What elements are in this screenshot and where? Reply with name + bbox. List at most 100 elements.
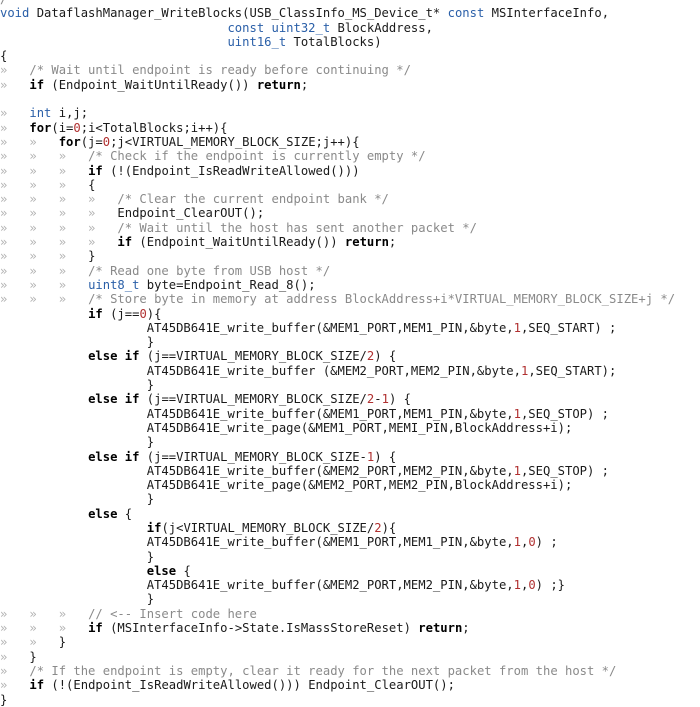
code-token xyxy=(0,564,147,578)
type-token: const xyxy=(227,20,265,35)
code-line[interactable]: else if (j==VIRTUAL_MEMORY_BLOCK_SIZE/2)… xyxy=(0,349,700,363)
code-token: (j==VIRTUAL_MEMORY_BLOCK_SIZE/ xyxy=(139,349,367,364)
code-token: } xyxy=(0,692,8,707)
code-line[interactable]: else if (j==VIRTUAL_MEMORY_BLOCK_SIZE/2-… xyxy=(0,392,700,406)
code-token: } xyxy=(0,592,155,607)
code-line[interactable]: } xyxy=(0,693,700,707)
code-line[interactable]: } xyxy=(0,335,700,349)
number-token: 1 xyxy=(513,320,521,335)
code-line[interactable]: AT45DB641E_write_buffer(&MEM2_PORT,MEM2_… xyxy=(0,578,700,592)
code-line[interactable]: » /* If the endpoint is empty, clear it … xyxy=(0,664,700,678)
code-line[interactable]: if(j<VIRTUAL_MEMORY_BLOCK_SIZE/2){ xyxy=(0,521,700,535)
tab-marker: » » » » xyxy=(0,206,118,221)
keyword-token: else if xyxy=(88,349,140,364)
code-token: { xyxy=(88,177,96,192)
code-line[interactable]: else if (j==VIRTUAL_MEMORY_BLOCK_SIZE-1)… xyxy=(0,450,700,464)
code-line[interactable]: if (j==0){ xyxy=(0,307,700,321)
code-token: (!(Endpoint_IsReadWriteAllowed())) Endpo… xyxy=(44,678,455,693)
code-line[interactable]: } xyxy=(0,492,700,506)
code-line[interactable]: } xyxy=(0,550,700,564)
code-token xyxy=(0,35,227,49)
code-line[interactable]: » » » } xyxy=(0,249,700,263)
code-line[interactable]: » for(i=0;i<TotalBlocks;i++){ xyxy=(0,121,700,135)
tab-marker: » » » xyxy=(0,292,89,307)
code-line[interactable]: » » » if (MSInterfaceInfo->State.IsMassS… xyxy=(0,621,700,635)
code-line[interactable]: » » » { xyxy=(0,178,700,192)
code-line[interactable]: AT45DB641E_write_page(&MEM2_PORT,MEM2_PI… xyxy=(0,478,700,492)
code-line[interactable]: » » » /* Check if the endpoint is curren… xyxy=(0,149,700,163)
tab-marker: » » » xyxy=(0,606,89,621)
code-token: DataflashManager_WriteBlocks(USB_ClassIn… xyxy=(29,6,448,21)
code-token: (j==VIRTUAL_MEMORY_BLOCK_SIZE- xyxy=(139,449,367,464)
type-token: uint8_t xyxy=(88,277,140,292)
tab-marker: » xyxy=(0,678,30,693)
code-line[interactable]: » » } xyxy=(0,635,700,649)
comment-token: /* Clear the current endpoint bank */ xyxy=(117,192,389,207)
keyword-token: for xyxy=(29,120,52,135)
code-line[interactable]: AT45DB641E_write_buffer(&MEM1_PORT,MEM1_… xyxy=(0,535,700,549)
number-token: 1 xyxy=(513,578,521,593)
code-line[interactable]: » » » if (!(Endpoint_IsReadWriteAllowed(… xyxy=(0,164,700,178)
code-token xyxy=(0,507,88,521)
code-token: (!(Endpoint_IsReadWriteAllowed())) xyxy=(102,163,360,178)
keyword-token: else xyxy=(146,563,177,578)
code-line[interactable]: » » » /* Store byte in memory at address… xyxy=(0,292,700,306)
code-token: } xyxy=(58,635,67,650)
code-line[interactable]: const uint32_t BlockAddress, xyxy=(0,21,700,35)
tab-marker: » xyxy=(0,120,30,135)
code-line[interactable]: » » » » if (Endpoint_WaitUntilReady()) r… xyxy=(0,235,700,249)
code-token: TotalBlocks) xyxy=(286,34,382,49)
number-token: 0 xyxy=(102,134,111,149)
keyword-token: if xyxy=(88,306,103,321)
number-token: 2 xyxy=(374,520,382,535)
code-line[interactable]: void DataflashManager_WriteBlocks(USB_Cl… xyxy=(0,6,700,20)
tab-marker: » » » xyxy=(0,177,89,192)
code-line[interactable]: » int i,j; xyxy=(0,106,700,120)
code-token xyxy=(264,21,271,35)
code-token: i,j; xyxy=(51,106,89,121)
number-token: 0 xyxy=(73,120,81,135)
code-line[interactable]: else { xyxy=(0,564,700,578)
keyword-token: if xyxy=(88,163,103,178)
code-line[interactable]: } xyxy=(0,435,700,449)
code-line[interactable]: AT45DB641E_write_page(&MEM1_PORT,MEMI_PI… xyxy=(0,421,700,435)
code-token: AT45DB641E_write_buffer(&MEM1_PORT,MEM1_… xyxy=(0,406,514,421)
code-line[interactable]: » » » // <-- Insert code here xyxy=(0,607,700,621)
code-line[interactable]: { xyxy=(0,49,700,63)
tab-marker: » xyxy=(0,77,30,92)
code-token xyxy=(0,521,147,535)
code-line[interactable]: AT45DB641E_write_buffer(&MEM2_PORT,MEM2_… xyxy=(0,464,700,478)
code-token: Endpoint_ClearOUT(); xyxy=(117,206,265,221)
code-line[interactable]: AT45DB641E_write_buffer(&MEM1_PORT,MEM1_… xyxy=(0,321,700,335)
code-line[interactable]: } xyxy=(0,378,700,392)
code-line[interactable]: » » » /* Read one byte from USB host */ xyxy=(0,264,700,278)
code-line[interactable]: » if (!(Endpoint_IsReadWriteAllowed())) … xyxy=(0,678,700,692)
code-token: } xyxy=(0,435,155,450)
code-line[interactable]: » /* Wait until endpoint is ready before… xyxy=(0,63,700,77)
code-line[interactable]: AT45DB641E_write_buffer(&MEM1_PORT,MEM1_… xyxy=(0,407,700,421)
code-line[interactable]: / xyxy=(0,0,700,6)
code-line[interactable]: » » » » /* Wait until the host has sent … xyxy=(0,221,700,235)
code-line[interactable]: else { xyxy=(0,507,700,521)
code-line[interactable]: » » for(j=0;j<VIRTUAL_MEMORY_BLOCK_SIZE;… xyxy=(0,135,700,149)
code-line[interactable]: » » » uint8_t byte=Endpoint_Read_8(); xyxy=(0,278,700,292)
code-token: } xyxy=(0,335,155,350)
code-token: (j= xyxy=(80,134,103,149)
code-line[interactable]: AT45DB641E_write_buffer (&MEM2_PORT,MEM2… xyxy=(0,364,700,378)
code-line[interactable]: » » » » Endpoint_ClearOUT(); xyxy=(0,206,700,220)
code-token: ; xyxy=(462,621,470,636)
code-line[interactable] xyxy=(0,92,700,106)
code-token: (j<VIRTUAL_MEMORY_BLOCK_SIZE/ xyxy=(161,520,375,535)
code-line[interactable]: } xyxy=(0,592,700,606)
code-line[interactable]: uint16_t TotalBlocks) xyxy=(0,35,700,49)
type-token: void xyxy=(0,6,30,21)
code-line[interactable]: » » » » /* Clear the current endpoint ba… xyxy=(0,192,700,206)
comment-token: /* Read one byte from USB host */ xyxy=(88,263,331,278)
type-token: uint16_t xyxy=(227,34,287,49)
code-token: ) ;} xyxy=(535,578,566,593)
code-token: } xyxy=(0,492,155,507)
code-line[interactable]: » if (Endpoint_WaitUntilReady()) return; xyxy=(0,78,700,92)
code-line[interactable]: » } xyxy=(0,650,700,664)
keyword-token: return xyxy=(344,235,389,250)
